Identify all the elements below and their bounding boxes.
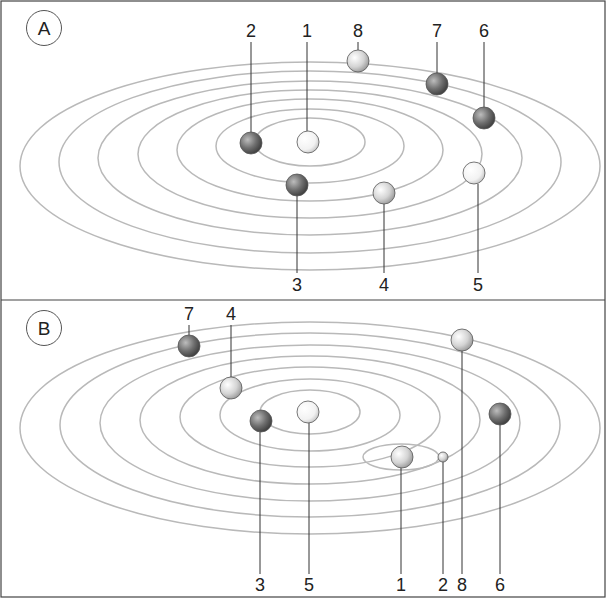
panel-letter: B [38, 319, 51, 338]
callout-number: 4 [226, 305, 236, 323]
callout-number: 8 [353, 22, 363, 40]
callout-number: 2 [438, 576, 448, 594]
leader-lines [189, 42, 500, 574]
spheres [178, 50, 511, 468]
callout-number: 7 [184, 305, 194, 323]
callout-number: 5 [473, 276, 483, 294]
callout-number: 4 [379, 276, 389, 294]
panel-letter-circle: B [26, 310, 62, 346]
callout-number: 8 [457, 576, 467, 594]
callout-number: 1 [396, 576, 406, 594]
callout-number: 6 [479, 22, 489, 40]
callout-number: 3 [292, 276, 302, 294]
orbits-b [20, 322, 600, 534]
callout-number: 5 [304, 576, 314, 594]
panel-letter-circle: A [26, 10, 62, 46]
panel-letter: A [38, 19, 51, 38]
callout-number: 7 [432, 22, 442, 40]
panel-divider [1, 299, 605, 300]
callout-number: 6 [495, 576, 505, 594]
orbits-a [20, 62, 600, 270]
callout-number: 3 [255, 576, 265, 594]
callout-number: 2 [246, 22, 256, 40]
callout-number: 1 [302, 22, 312, 40]
